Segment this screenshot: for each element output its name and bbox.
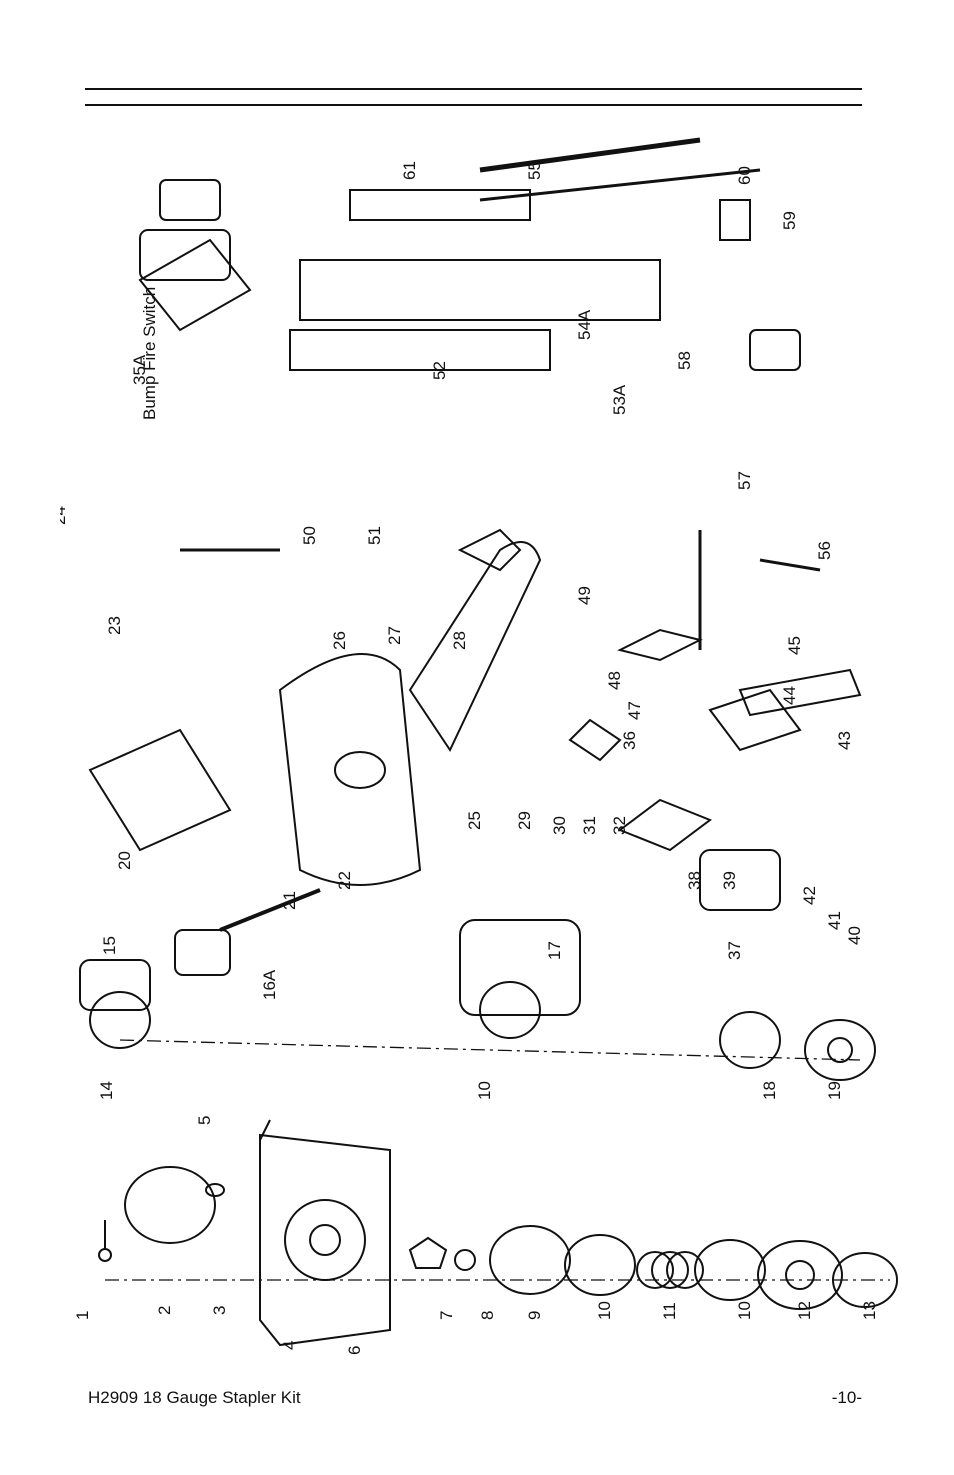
callout-49: 49 xyxy=(575,586,594,605)
callout-45: 45 xyxy=(785,636,804,655)
callout-60: 60 xyxy=(735,166,754,185)
callout-35a: 35A xyxy=(130,354,149,385)
callout-25: 25 xyxy=(465,811,484,830)
callout-23: 23 xyxy=(105,616,124,635)
part-group-cap xyxy=(98,1119,898,1347)
callout-43: 43 xyxy=(835,731,854,750)
callout-10-a: 10 xyxy=(595,1301,614,1320)
footer-page-number: -10- xyxy=(831,1388,862,1407)
part-group-trigger xyxy=(568,558,862,911)
callout-14: 14 xyxy=(97,1081,116,1100)
callout-19: 19 xyxy=(825,1081,844,1100)
callout-39: 39 xyxy=(720,871,739,890)
callout-36: 36 xyxy=(620,731,639,750)
callout-27: 27 xyxy=(385,626,404,645)
callout-31: 31 xyxy=(580,816,599,835)
callout-48: 48 xyxy=(605,671,624,690)
callout-7: 7 xyxy=(437,1311,456,1320)
callout-57: 57 xyxy=(735,471,754,490)
callout-24: 24 xyxy=(60,506,69,525)
callout-21: 21 xyxy=(280,891,299,910)
callout-12: 12 xyxy=(795,1301,814,1320)
callout-40: 40 xyxy=(845,926,864,945)
parts-drawing xyxy=(79,137,898,1347)
header-rule-bottom xyxy=(85,104,862,106)
callout-52: 52 xyxy=(430,361,449,380)
header-rule-top xyxy=(85,88,862,90)
callout-8: 8 xyxy=(478,1311,497,1320)
callout-30: 30 xyxy=(550,816,569,835)
callout-3: 3 xyxy=(210,1306,229,1315)
callout-44: 44 xyxy=(780,686,799,705)
callout-17: 17 xyxy=(545,941,564,960)
callout-13: 13 xyxy=(860,1301,879,1320)
callout-28: 28 xyxy=(450,631,469,650)
callout-1: 1 xyxy=(73,1311,92,1320)
callout-38: 38 xyxy=(685,871,704,890)
callout-29: 29 xyxy=(515,811,534,830)
callout-50: 50 xyxy=(300,526,319,545)
bump-fire-switch-label: Bump Fire Switch xyxy=(140,287,159,420)
callout-61: 61 xyxy=(400,161,419,180)
footer-title: H2909 18 Gauge Stapler Kit xyxy=(88,1388,301,1407)
callout-22: 22 xyxy=(335,871,354,890)
part-group-cylinder xyxy=(79,888,876,1081)
callout-15: 15 xyxy=(100,936,119,955)
callout-18: 18 xyxy=(760,1081,779,1100)
callout-54a: 54A xyxy=(575,309,594,340)
callout-56: 56 xyxy=(815,541,834,560)
callout-51: 51 xyxy=(365,526,384,545)
callout-5: 5 xyxy=(195,1116,214,1125)
callout-9: 9 xyxy=(525,1311,544,1320)
callout-58: 58 xyxy=(675,351,694,370)
callout-labels: 1 2 3 4 5 6 7 8 9 10 11 10 12 13 14 15 1… xyxy=(60,161,879,1355)
callout-53a: 53A xyxy=(610,384,629,415)
exploded-parts-diagram: 1 2 3 4 5 6 7 8 9 10 11 10 12 13 14 15 1… xyxy=(60,137,898,1355)
callout-32: 32 xyxy=(610,816,629,835)
callout-59: 59 xyxy=(780,211,799,230)
callout-4: 4 xyxy=(280,1341,299,1350)
part-group-housing xyxy=(88,528,703,886)
callout-11: 11 xyxy=(660,1302,679,1320)
callout-6: 6 xyxy=(345,1346,364,1355)
part-group-magazine xyxy=(138,137,801,371)
callout-41: 41 xyxy=(825,911,844,930)
callout-20: 20 xyxy=(115,851,134,870)
callout-55: 55 xyxy=(525,161,544,180)
callout-10-c: 10 xyxy=(475,1081,494,1100)
callout-16a: 16A xyxy=(260,969,279,1000)
callout-26: 26 xyxy=(330,631,349,650)
callout-2: 2 xyxy=(155,1306,174,1315)
callout-37: 37 xyxy=(725,941,744,960)
callout-10-b: 10 xyxy=(735,1301,754,1320)
callout-42: 42 xyxy=(800,886,819,905)
callout-47: 47 xyxy=(625,701,644,720)
